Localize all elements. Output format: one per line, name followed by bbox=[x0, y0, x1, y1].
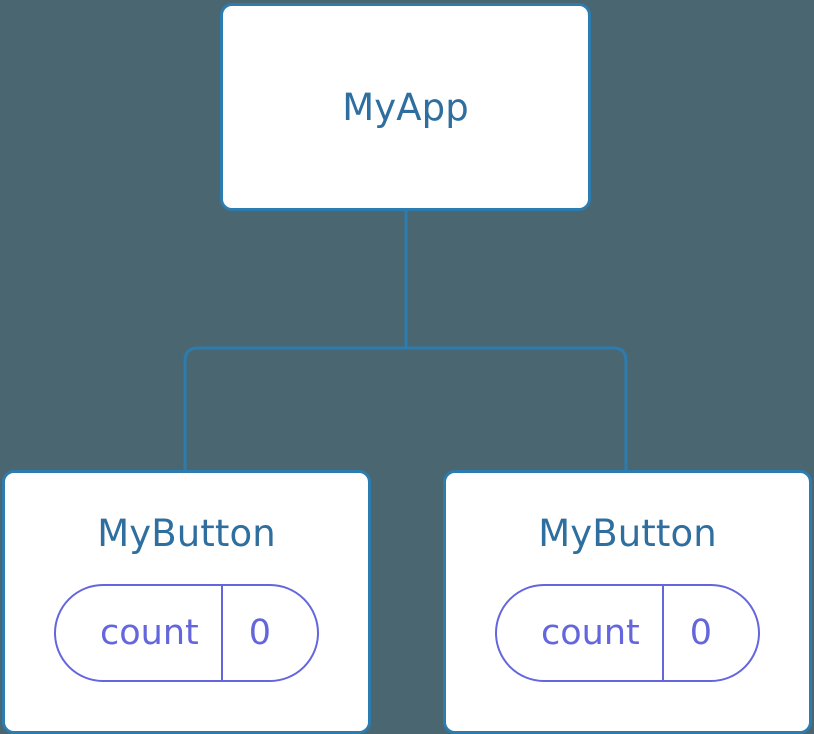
node-mybutton-1-title: MyButton bbox=[97, 512, 276, 555]
state-pill-1-divider bbox=[220, 586, 223, 680]
node-mybutton-2-title: MyButton bbox=[538, 512, 717, 555]
state-pill-2-value: 0 bbox=[689, 612, 713, 653]
node-myapp-title: MyApp bbox=[342, 85, 469, 129]
node-mybutton-1[interactable]: MyButton count 0 bbox=[2, 470, 371, 734]
state-pill-2-divider bbox=[661, 586, 664, 680]
state-pill-1[interactable]: count 0 bbox=[53, 584, 320, 682]
node-myapp[interactable]: MyApp bbox=[220, 3, 591, 211]
state-pill-2[interactable]: count 0 bbox=[494, 584, 761, 682]
edge-root-to-child-left bbox=[183, 346, 406, 472]
state-pill-1-value: 0 bbox=[248, 612, 272, 653]
state-pill-2-key: count bbox=[540, 612, 640, 653]
node-mybutton-2[interactable]: MyButton count 0 bbox=[443, 470, 812, 734]
state-pill-1-key: count bbox=[99, 612, 199, 653]
edge-root-to-child-right bbox=[406, 346, 628, 472]
